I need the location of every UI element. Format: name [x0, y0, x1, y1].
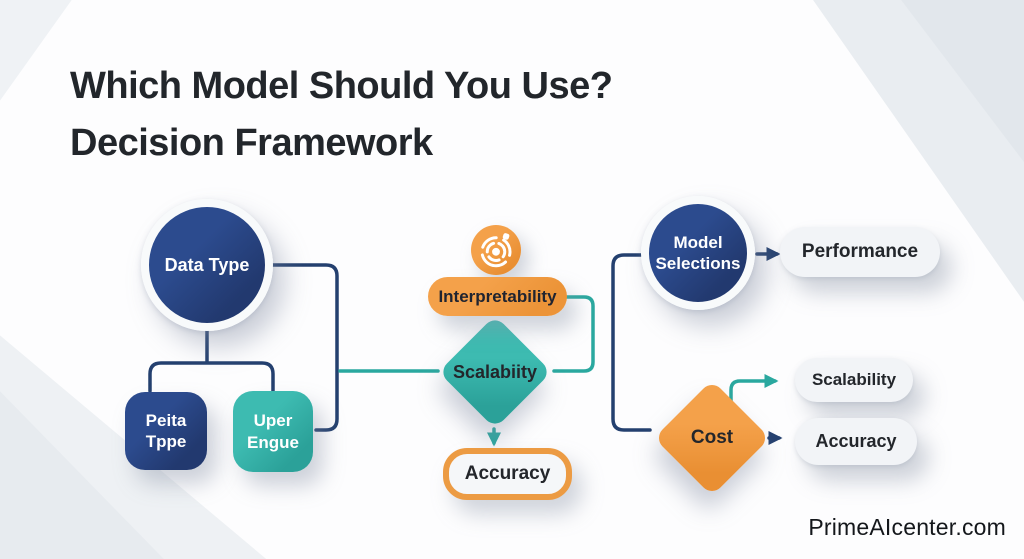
node-cost-diamond: Cost	[654, 380, 770, 496]
node-data-type-label: Data Type	[164, 254, 250, 275]
title-line-2: Decision Framework	[70, 122, 433, 164]
target-rings-icon-glyph	[480, 233, 512, 268]
node-cost-diamond-label: Cost	[690, 427, 734, 448]
title-line-1: Which Model Should You Use?	[70, 65, 613, 107]
node-peita-tppe-label: Peita Tppe	[145, 410, 187, 451]
brand-watermark: PrimeAIcenter.com	[808, 514, 1006, 540]
target-rings-icon	[471, 225, 521, 275]
node-accuracy-pill: Accuracy	[795, 418, 917, 465]
node-interpretability: Interpretability	[428, 277, 567, 316]
node-performance-label: Performance	[801, 241, 919, 262]
node-model-selections-label: Model Selections	[655, 232, 741, 273]
node-scalability-pill: Scalability	[795, 358, 913, 402]
node-model-selections: Model Selections	[641, 196, 755, 310]
node-uper-engue-label: Uper Engue	[247, 411, 299, 452]
connector-cost-scalability-arrow	[729, 374, 779, 406]
node-data-type: Data Type	[141, 199, 273, 331]
node-accuracy-pill-label: Accuracy	[815, 431, 897, 451]
connector-modelselections-cost	[611, 253, 652, 432]
connector-datatype-children	[148, 361, 275, 393]
connector-datatype-loop	[271, 263, 339, 432]
node-performance: Performance	[780, 227, 940, 277]
node-interpretability-label: Interpretability	[438, 286, 557, 306]
connector-interpretability-diamond	[552, 295, 595, 373]
node-accuracy-gate-label: Accuracy	[464, 463, 551, 484]
node-scalability-diamond: Scalabiity	[438, 315, 552, 429]
node-accuracy-gate: Accuracy	[443, 448, 572, 500]
node-peita-tppe: Peita Tppe	[125, 392, 207, 470]
page-title: Which Model Should You Use? Decision Fra…	[70, 58, 613, 172]
node-uper-engue: Uper Engue	[233, 391, 313, 472]
node-scalability-diamond-label: Scalabiity	[452, 361, 538, 382]
node-scalability-pill-label: Scalability	[811, 370, 897, 389]
